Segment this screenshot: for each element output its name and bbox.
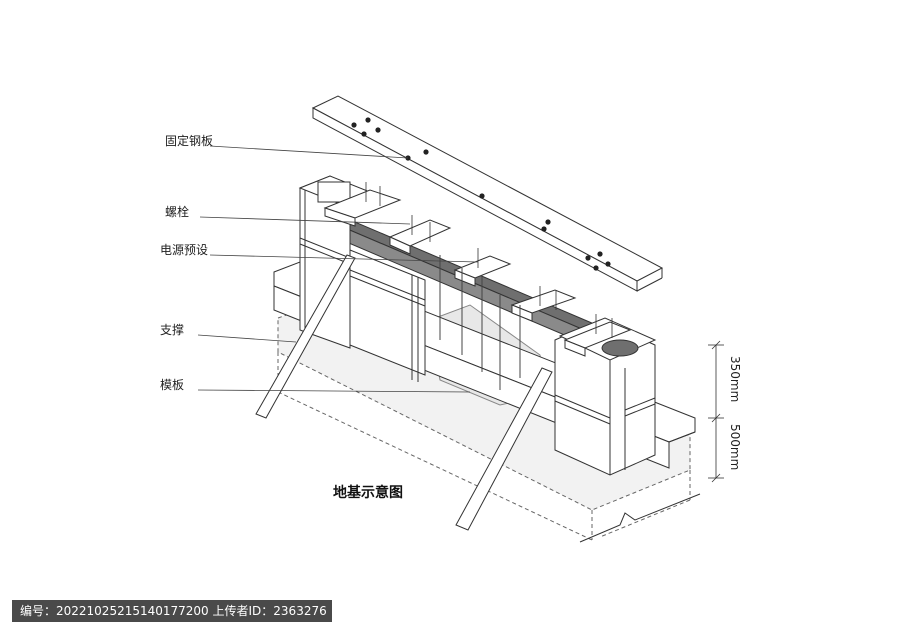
dimension-lines [708,340,724,483]
bolts [365,182,613,338]
left-formwork-box [298,175,426,382]
ground-break-line [579,493,701,543]
label-support: 支撑 [160,323,185,337]
dimension-upper: 350mm [728,356,742,403]
fixing-steel-plate [311,95,664,292]
footer-id-bar: 编号：20221025215140177200 上传者ID：2363276 [12,600,332,622]
diagram-title: 地基示意图 [333,485,403,501]
label-fixing-plate: 固定钢板 [165,134,214,148]
diagonal-supports [255,254,553,531]
label-formwork: 模板 [160,378,185,392]
label-bolt: 螺栓 [165,205,190,219]
leader-lines [197,145,479,393]
dimension-lower: 500mm [728,424,742,471]
label-power-preset: 电源预设 [160,243,209,257]
cross-beams [323,189,632,357]
rebar-rods [439,255,521,390]
